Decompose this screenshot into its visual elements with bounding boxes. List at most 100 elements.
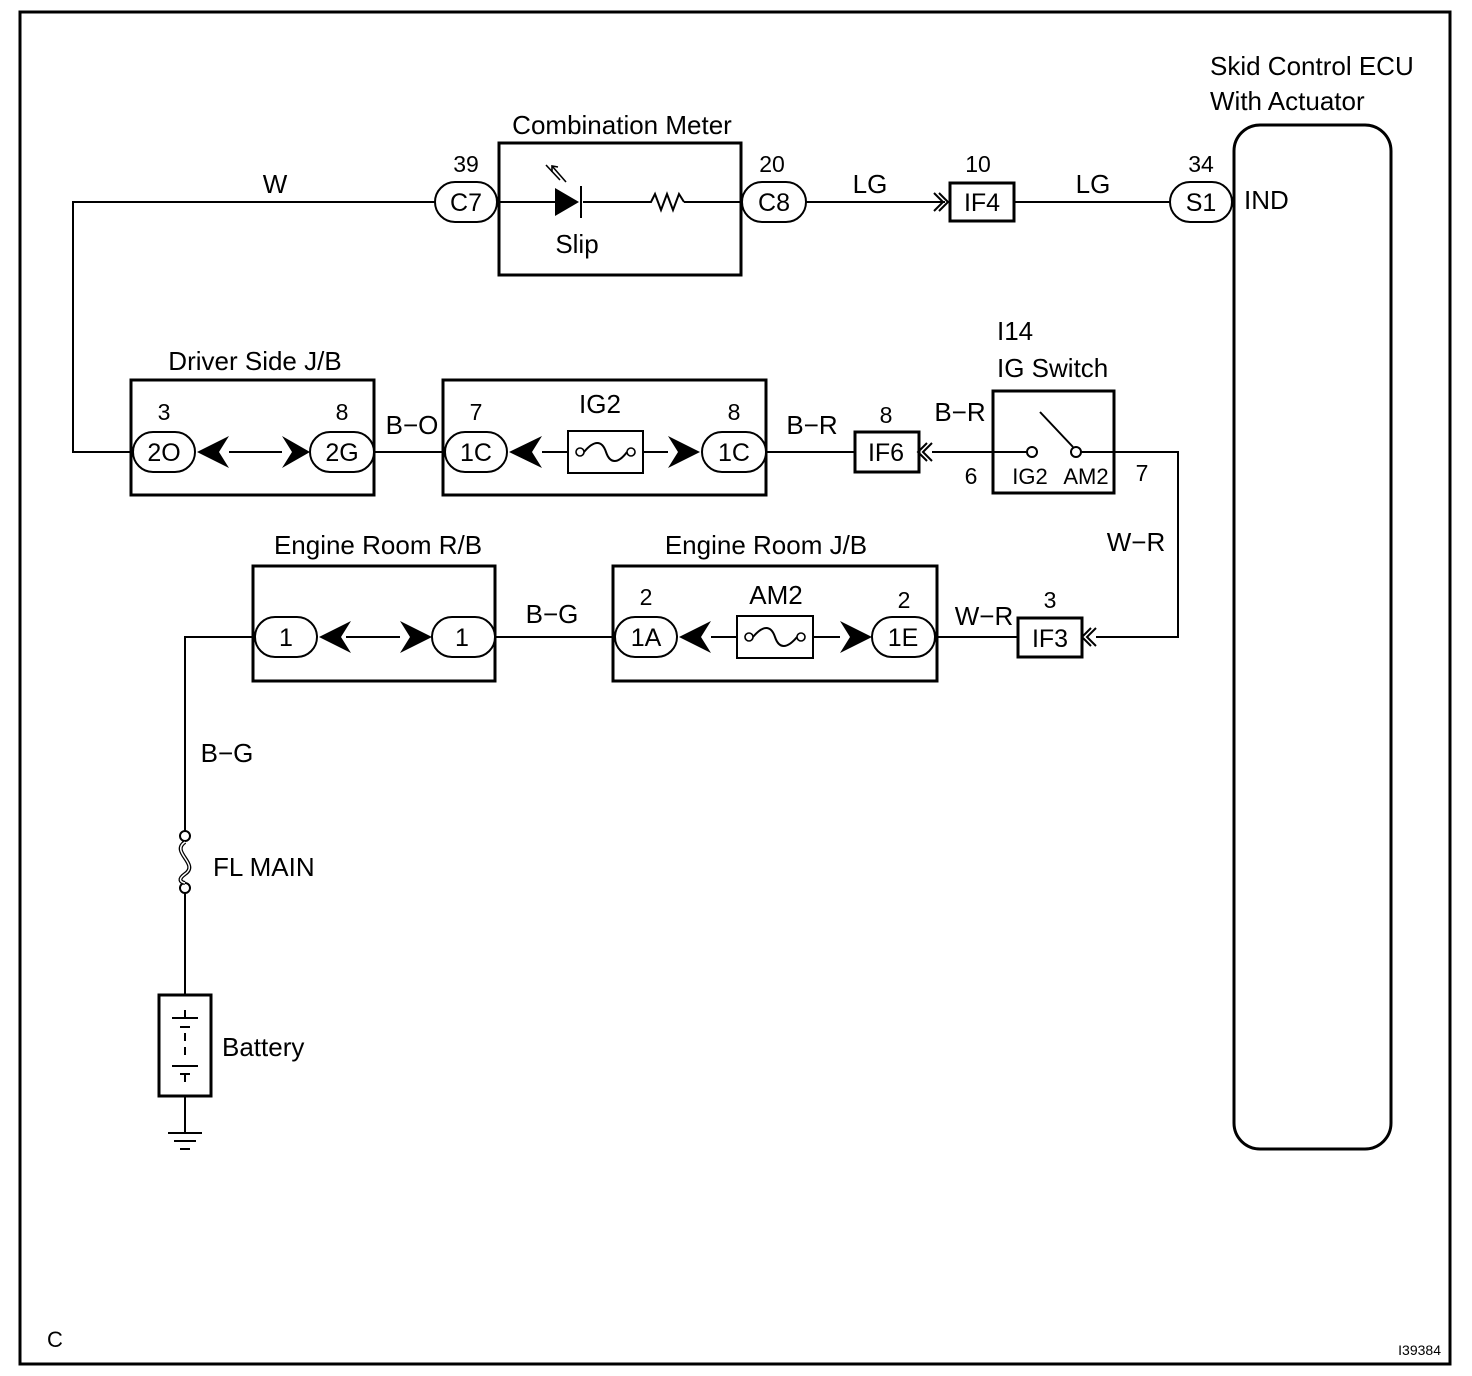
ecu-title-line2: With Actuator [1210,86,1365,116]
combination-meter: Combination Meter Slip C7 39 C8 20 [434,110,807,277]
wire-label-w: W [263,169,288,199]
ig2-left-pin: 7 [470,399,483,425]
inline-connector-if6: IF6 8 [853,402,933,474]
battery: Battery [157,993,304,1098]
if4-label: IF4 [964,189,1000,217]
meter-right-pin: 20 [759,151,785,177]
erjb-left-connector-label: 1A [631,624,662,652]
jb-right-connector [309,431,375,473]
ig-switch: I14 IG Switch IG2 AM2 6 7 [965,316,1149,495]
wire-label-br-right: B−R [934,397,985,427]
frame-letter: C [47,1327,63,1352]
figure-id: I39384 [1398,1342,1441,1358]
battery-body [157,993,213,1098]
errb-right-connector-label: 1 [455,624,469,652]
wire-label-wr-vertical: W−R [1107,527,1166,557]
ig2-left-terminal-icon [509,436,542,468]
ig-switch-right-terminal: AM2 [1063,464,1108,489]
ig-switch-title: IG Switch [997,353,1108,383]
engine-room-rb: Engine Room R/B 1 1 [251,530,497,683]
wire-label-bg-vertical: B−G [201,738,254,768]
ground-icon [168,1132,202,1150]
meter-left-connector-label: C7 [450,189,482,217]
meter-body [497,141,743,277]
wire-label-wr-bottom: W−R [955,601,1014,631]
errb-left-connector-label: 1 [279,624,293,652]
skid-control-ecu: Skid Control ECU With Actuator IND S1 34 [1169,51,1414,1151]
errb-right-connector [431,616,496,658]
ig-switch-left-pin: 6 [965,463,978,489]
ig-switch-code: I14 [997,316,1033,346]
ig2-right-connector [701,431,767,473]
inline-connector-if3: IF3 3 [1016,587,1097,659]
slip-led-icon [555,188,579,216]
wire-label-lg-right: LG [1076,169,1111,199]
engine-room-rb-title: Engine Room R/B [274,530,482,560]
errb-left-terminal-icon [319,621,351,653]
meter-left-connector [434,181,498,223]
driver-side-jb-title: Driver Side J/B [168,346,341,376]
resistor-icon [645,191,685,213]
diagram-frame [18,10,1452,1366]
if6-pin: 8 [880,402,893,428]
engine-room-rb-body [251,564,497,683]
erjb-right-connector-label: 1E [888,624,919,652]
wire-label-bg-top: B−G [526,599,579,629]
wire-label-br-left: B−R [786,410,837,440]
jb-right-connector-label: 2G [325,439,358,467]
driver-side-jb-body [129,378,376,497]
inline-connector-if4: IF4 10 [933,151,1016,223]
errb-left-connector [254,616,318,658]
erjb-right-connector [871,616,936,658]
ig2-right-connector-label: 1C [718,439,750,467]
wire-label-lg-left: LG [853,169,888,199]
if6-label: IF6 [868,439,904,467]
jb-right-pin: 8 [336,399,349,425]
fl-main-fusible-link: FL MAIN [178,830,315,894]
meter-right-connector-label: C8 [758,189,790,217]
ecu-connector [1169,181,1233,223]
ig2-left-connector [444,431,508,473]
engine-room-jb: Engine Room J/B 1A 2 AM2 1E 2 [611,530,939,683]
ecu-connector-pin: 34 [1188,151,1214,177]
jb-left-terminal-icon [197,436,229,468]
am2-terminal-icon [1070,446,1082,458]
meter-right-connector [741,181,807,223]
am2-fuse-label: AM2 [749,580,802,610]
ig2-left-connector-label: 1C [460,439,492,467]
erjb-left-connector [614,616,678,658]
ig-switch-right-pin: 7 [1136,460,1149,486]
ecu-terminal-label: IND [1244,185,1289,215]
ig2-fuse-label: IG2 [579,389,621,419]
jb-left-connector-label: 2O [147,439,180,467]
ecu-connector-label: S1 [1186,189,1217,217]
switch-contact-icon [1039,411,1074,448]
if3-label: IF3 [1032,625,1068,653]
erjb-right-terminal-icon [840,621,872,653]
slip-lamp-label: Slip [555,229,598,259]
if3-pin: 3 [1044,587,1057,613]
ig2-right-pin: 8 [728,399,741,425]
jb-right-terminal-icon [282,436,310,468]
erjb-left-terminal-icon [679,621,711,653]
meter-title: Combination Meter [512,110,732,140]
led-arrows-icon [545,164,567,183]
if4-pin: 10 [965,151,991,177]
wires [72,201,1179,1133]
ig2-block-body [441,378,768,497]
battery-label: Battery [222,1032,304,1062]
engine-room-jb-title: Engine Room J/B [665,530,867,560]
erjb-left-pin: 2 [640,584,653,610]
erjb-right-pin: 2 [898,587,911,613]
driver-side-jb: Driver Side J/B 2O 3 2G 8 [129,346,376,497]
errb-right-terminal-icon [400,621,432,653]
engine-room-jb-body [611,564,939,683]
ig-switch-body [991,389,1116,495]
ig2-right-terminal-icon [668,436,700,468]
wire-label-bo: B−O [386,410,439,440]
ig2-fuse-block: 1C 7 IG2 1C 8 [441,378,768,497]
jb-left-connector [132,431,196,473]
ecu-body [1232,123,1393,1151]
meter-left-pin: 39 [453,151,479,177]
